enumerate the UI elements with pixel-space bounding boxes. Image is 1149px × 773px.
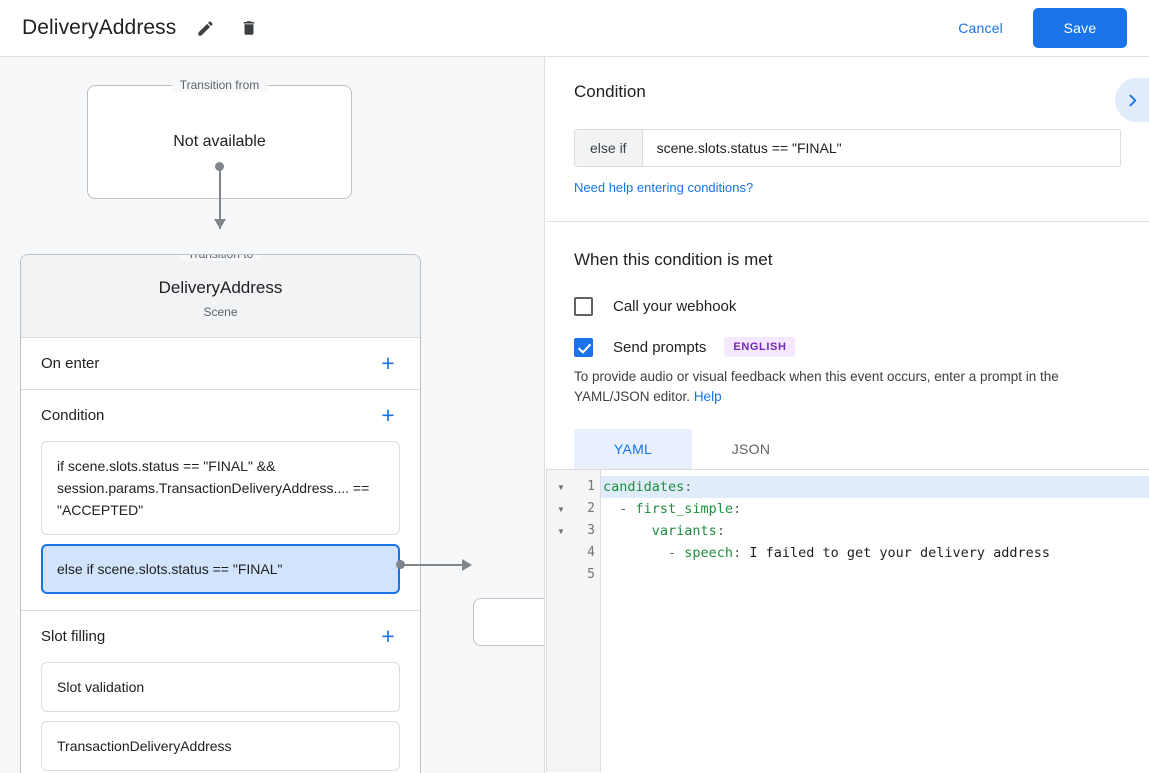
section-title-on-enter: On enter (41, 355, 100, 372)
fold-toggle-icon[interactable]: ▼ (557, 526, 565, 536)
prompts-help-link[interactable]: Help (693, 389, 722, 404)
webhook-label: Call your webhook (613, 298, 737, 315)
page-title: DeliveryAddress (22, 16, 177, 39)
send-prompts-checkbox-row[interactable]: Send prompts ENGLISH (574, 337, 1121, 357)
top-bar: DeliveryAddress Cancel Save (0, 0, 1149, 57)
panel-when-met-section: When this condition is met Call your web… (546, 222, 1149, 469)
section-header-slot-filling: Slot filling + (41, 611, 400, 662)
code-token: : (716, 523, 725, 539)
scene-card-header: DeliveryAddress Scene (21, 255, 420, 338)
editor-code-line[interactable]: candidates: (601, 476, 1149, 498)
scene-section-on-enter: On enter + (21, 338, 420, 390)
add-slot-filling-button[interactable]: + (381, 623, 395, 649)
editor-format-tabs: YAML JSON (574, 429, 1121, 469)
prompts-description-text: To provide audio or visual feedback when… (574, 369, 1059, 404)
add-condition-button[interactable]: + (381, 402, 395, 428)
code-token: speech (684, 545, 734, 561)
editor-line-number: 3 (587, 523, 595, 538)
section-header-condition: Condition + (41, 390, 400, 441)
code-token: candidates (603, 479, 685, 495)
section-title-slot-filling: Slot filling (41, 628, 106, 645)
condition-expression-input[interactable] (642, 130, 1120, 166)
editor-code-line[interactable]: - first_simple: (601, 498, 1149, 520)
editor-line-number: 1 (587, 479, 595, 494)
code-token: : (733, 501, 742, 517)
send-prompts-checkbox[interactable] (574, 337, 593, 357)
connector-dot-from (215, 162, 224, 171)
condition-heading: Condition (574, 82, 646, 101)
editor-code-area[interactable]: candidates: - first_simple: variants: - … (601, 470, 1149, 772)
webhook-checkbox[interactable] (574, 297, 593, 316)
editor-line-number: 2 (587, 501, 595, 516)
fold-spacer (547, 564, 575, 586)
transition-to-scene-card[interactable]: Transition to DeliveryAddress Scene On e… (20, 254, 421, 773)
transition-from-value: Not available (173, 133, 266, 150)
code-token: : (733, 545, 750, 561)
transition-from-legend: Transition from (171, 78, 268, 92)
scene-section-slot-filling: Slot filling + Slot validation Transacti… (21, 611, 420, 773)
editor-code-line[interactable]: - speech: I failed to get your delivery … (601, 542, 1149, 564)
connector-line-vertical (219, 167, 221, 229)
transition-to-legend: Transition to (179, 255, 262, 261)
when-met-heading: When this condition is met (574, 250, 773, 269)
condition-help-link[interactable]: Need help entering conditions? (574, 180, 754, 195)
condition-item[interactable]: if scene.slots.status == "FINAL" && sess… (41, 441, 400, 535)
section-title-condition: Condition (41, 407, 105, 424)
tab-yaml[interactable]: YAML (574, 429, 692, 469)
editor-line-numbers: 1 2 3 4 5 (575, 470, 601, 772)
fold-spacer (547, 542, 575, 564)
scene-subtitle: Scene (203, 305, 238, 319)
editor-line-number: 5 (587, 567, 595, 582)
condition-prefix-label: else if (575, 130, 643, 166)
send-prompts-label: Send prompts (613, 338, 707, 356)
condition-input-row[interactable]: else if (574, 129, 1121, 167)
pencil-icon[interactable] (190, 13, 220, 43)
target-node-partial[interactable] (473, 598, 544, 646)
fold-toggle-icon[interactable]: ▼ (557, 504, 565, 514)
graph-canvas[interactable]: Transition from Not available Transition… (0, 57, 545, 773)
connector-arrow-right (462, 559, 472, 571)
slot-item-transaction-delivery-address[interactable]: TransactionDeliveryAddress (41, 721, 400, 771)
editor-line-number: 4 (587, 545, 595, 560)
cancel-button[interactable]: Cancel (944, 11, 1017, 45)
prompts-description: To provide audio or visual feedback when… (574, 367, 1121, 407)
yaml-code-editor[interactable]: ▼ ▼ ▼ 1 2 3 4 5 candidates: - first_simple: va… (546, 469, 1149, 772)
section-header-on-enter: On enter + (41, 338, 400, 389)
language-badge: ENGLISH (724, 337, 796, 357)
tab-json[interactable]: JSON (731, 441, 771, 457)
code-token: variants (651, 523, 717, 539)
scene-name: DeliveryAddress (158, 278, 283, 297)
code-token: first_simple (635, 501, 734, 517)
webhook-checkbox-row[interactable]: Call your webhook (574, 297, 1121, 316)
panel-condition-section: Condition else if Need help entering con… (546, 57, 1149, 222)
editor-code-line[interactable]: variants: (601, 520, 1149, 542)
code-token: - (603, 501, 636, 517)
details-panel: Condition else if Need help entering con… (546, 57, 1149, 773)
add-on-enter-button[interactable]: + (381, 350, 395, 376)
code-token (603, 523, 652, 539)
connector-line-horizontal (400, 564, 464, 566)
trash-icon[interactable] (234, 13, 264, 43)
editor-code-line[interactable] (601, 564, 1149, 586)
code-token: : (684, 479, 693, 495)
code-token: I failed to get your delivery address (749, 545, 1051, 561)
code-token: - (603, 545, 685, 561)
slot-validation-item[interactable]: Slot validation (41, 662, 400, 712)
connector-arrow-down (214, 219, 226, 229)
fold-toggle-icon[interactable]: ▼ (557, 482, 565, 492)
save-button[interactable]: Save (1033, 8, 1127, 48)
editor-fold-gutter[interactable]: ▼ ▼ ▼ (547, 470, 575, 772)
scene-section-condition: Condition + if scene.slots.status == "FI… (21, 390, 420, 611)
chevron-right-icon[interactable] (1115, 78, 1149, 122)
condition-item-selected[interactable]: else if scene.slots.status == "FINAL" (41, 544, 400, 594)
